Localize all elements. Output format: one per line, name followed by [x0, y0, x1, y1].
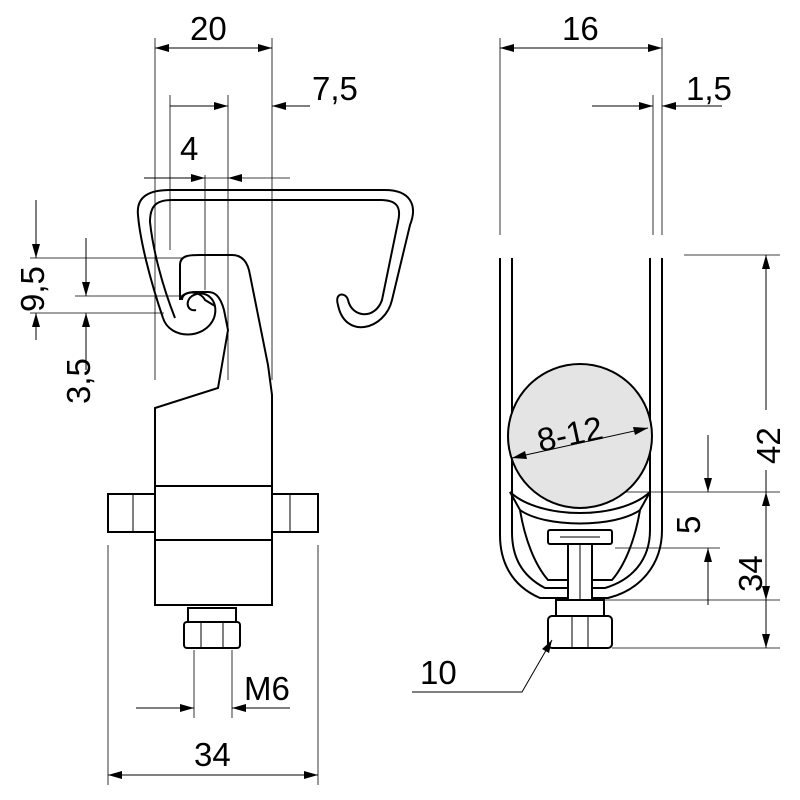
leader-10: [412, 639, 553, 693]
left-view: 20 7,5 4 9,5 3,5 M6 34: [14, 10, 414, 785]
dim-7-5-label: 7,5: [312, 70, 358, 107]
dim-20-label: 20: [190, 10, 227, 47]
saddle: [509, 491, 651, 525]
dim-3-5-label: 3,5: [60, 358, 97, 404]
dim-4-label: 4: [180, 130, 198, 167]
dim-16-label: 16: [562, 10, 599, 47]
dim-m6-label: M6: [244, 670, 290, 707]
clip-body: [154, 254, 273, 606]
body-tab: [181, 291, 216, 307]
dim-9-5-label: 9,5: [14, 266, 51, 312]
dim-34-right-label: 34: [732, 555, 769, 592]
dim-1-5-label: 1,5: [686, 70, 732, 107]
nut: [187, 607, 237, 623]
cable-ball: [507, 363, 653, 509]
hook-curl: [162, 292, 217, 336]
right-nut: [555, 599, 605, 617]
dim-42-label: 42: [750, 427, 787, 464]
u-strap: [499, 258, 663, 599]
wire-hook: [136, 189, 414, 329]
dim-34-bottom-label: 34: [194, 736, 231, 773]
right-nut-hex: [547, 615, 613, 649]
right-view: 16 1,5 8-12 5 34 42 10: [412, 10, 787, 693]
nut-hex: [183, 621, 241, 649]
dim-10-label: 10: [420, 654, 457, 691]
dim-5-label: 5: [670, 516, 707, 534]
